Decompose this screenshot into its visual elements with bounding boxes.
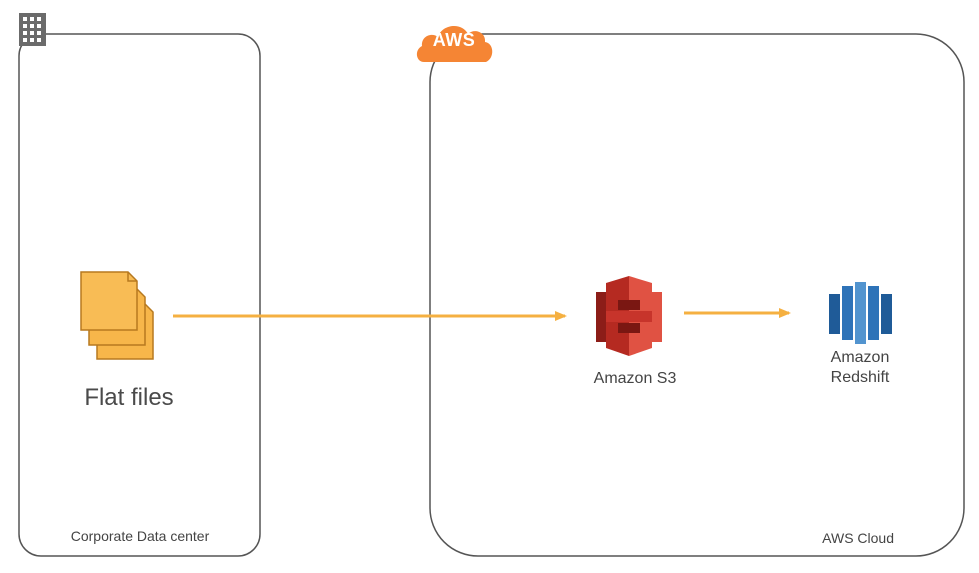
- aws-cloud-label: AWS Cloud: [822, 530, 894, 546]
- corporate-datacenter-label: Corporate Data center: [70, 528, 210, 544]
- flat-files-label: Flat files: [84, 384, 174, 411]
- corporate-datacenter-box: [18, 33, 261, 557]
- aws-cloud-icon: [416, 26, 493, 62]
- redshift-icon: [829, 282, 892, 344]
- building-icon: [19, 13, 46, 46]
- documents-icon: [80, 271, 154, 360]
- amazon-s3-label: Amazon S3: [593, 370, 677, 387]
- aws-badge-label: AWS: [432, 30, 476, 50]
- aws-cloud-box: [429, 33, 965, 557]
- amazon-redshift-label: Amazon Redshift: [830, 349, 890, 386]
- s3-bucket-icon: [596, 276, 662, 356]
